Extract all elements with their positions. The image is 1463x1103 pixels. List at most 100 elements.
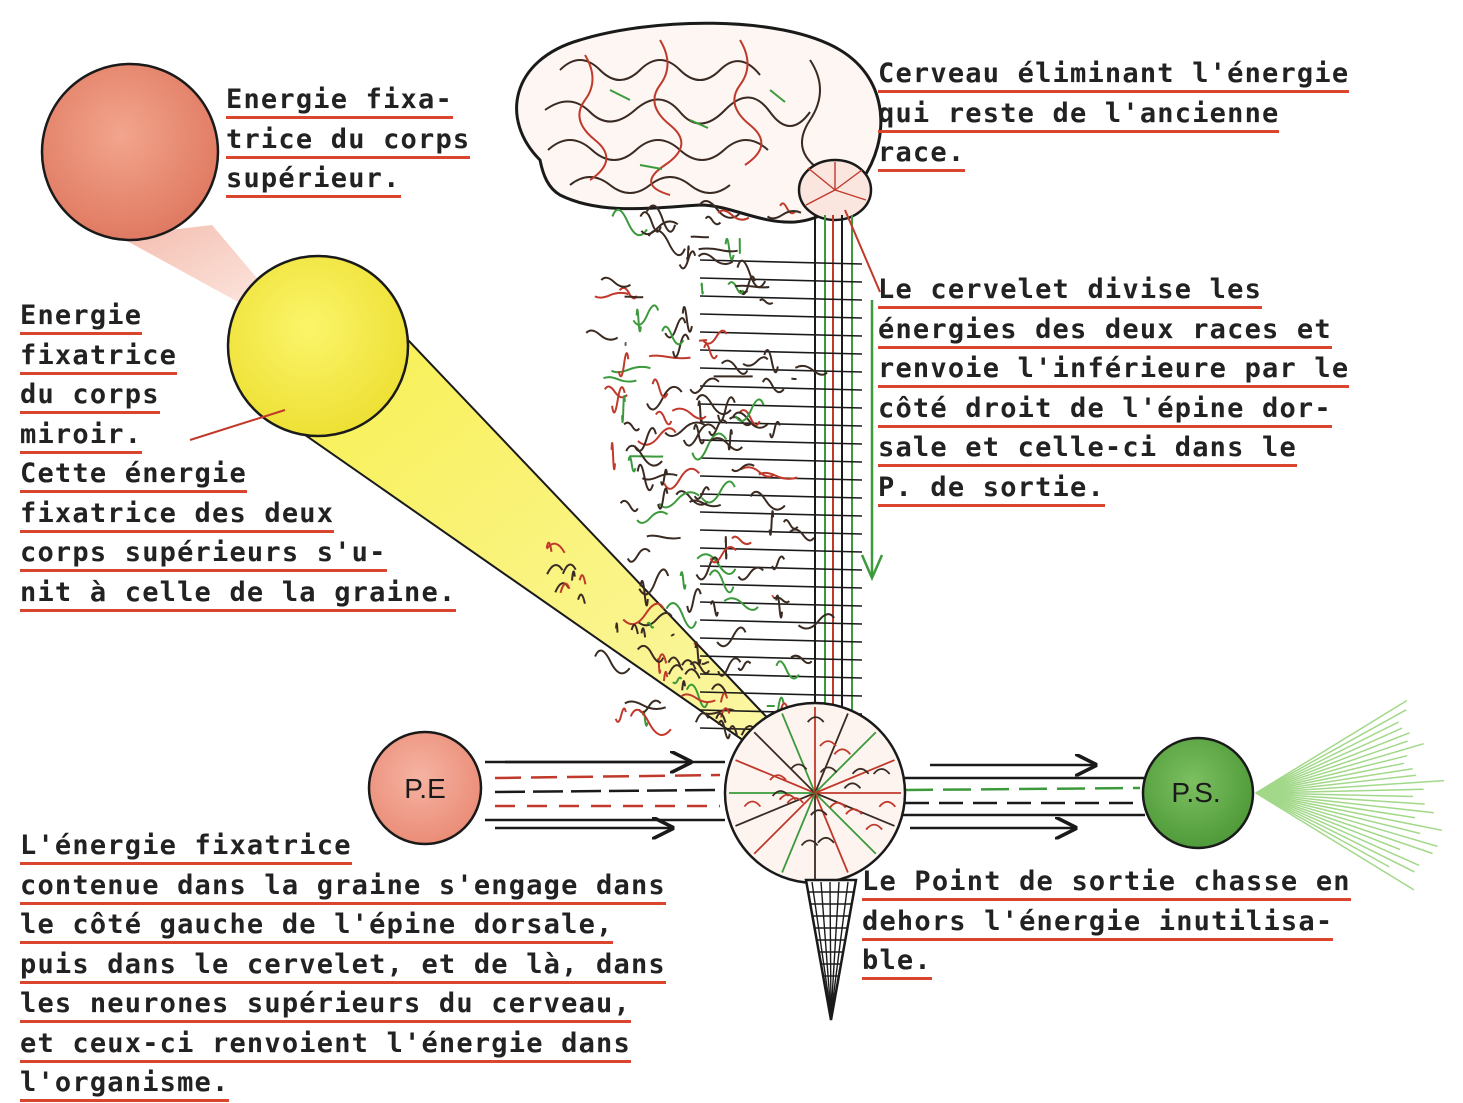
label-line: côté droit de l'épine dor- xyxy=(878,393,1332,428)
label-line: corps supérieurs s'u- xyxy=(20,537,387,572)
nerve-squiggle xyxy=(699,249,738,252)
tail-hatch xyxy=(830,882,831,1015)
entry-point-tag: P.E xyxy=(404,773,446,804)
nerve-squiggle xyxy=(639,701,661,713)
label-line: miroir. xyxy=(20,419,142,454)
seed-sphere-spokes xyxy=(729,707,901,879)
nerve-squiggle xyxy=(612,367,651,372)
entry-conduit xyxy=(485,762,725,820)
nerve-squiggle xyxy=(722,361,748,374)
nerve-squiggle xyxy=(743,357,768,365)
label-exit-point: Le Point de sortie chasse en dehors l'én… xyxy=(862,862,1351,981)
label-mirror-body-energy: Energie fixatrice du corps miroir. Cette… xyxy=(20,296,456,612)
spinal-rung xyxy=(700,332,862,336)
spinal-rung xyxy=(700,368,862,372)
nerve-squiggle xyxy=(717,628,745,647)
nerve-squiggle xyxy=(586,330,617,339)
nerve-squiggle xyxy=(763,379,784,393)
nerve-squiggle xyxy=(741,467,775,476)
label-cerebellum: Le cervelet divise les énergies des deux… xyxy=(878,270,1349,507)
label-upper-body-energy: Energie fixa- trice du corps supérieur. xyxy=(226,80,470,199)
nerve-squiggle xyxy=(622,396,625,422)
spinal-rung xyxy=(700,458,862,462)
nerve-squiggle xyxy=(601,278,630,287)
cervelet-label-pointer xyxy=(845,210,880,292)
label-line: du corps xyxy=(20,379,160,414)
nerve-squiggle xyxy=(790,530,814,541)
spinal-rung xyxy=(700,350,862,354)
label-brain: Cerveau éliminant l'énergie qui reste de… xyxy=(878,54,1349,173)
upper-body-sphere xyxy=(42,64,218,240)
spinal-rung xyxy=(700,602,862,606)
exit-conduit xyxy=(900,778,1145,815)
label-line: P. de sortie. xyxy=(878,472,1105,507)
spinal-rung xyxy=(700,566,862,570)
nerve-squiggle xyxy=(631,710,671,735)
nerve-squiggle xyxy=(706,217,721,225)
nerve-squiggle xyxy=(799,614,835,628)
nerve-squiggle xyxy=(751,492,785,510)
nerve-squiggle xyxy=(704,344,717,358)
spinal-rung xyxy=(700,638,862,642)
nerve-squiggle xyxy=(696,713,709,722)
nerve-squiggle xyxy=(784,520,798,529)
nerve-squiggle xyxy=(625,297,644,298)
label-line: race. xyxy=(878,137,965,172)
nerve-squiggle xyxy=(687,589,701,612)
spinal-rung xyxy=(700,494,862,498)
nerve-squiggle xyxy=(681,572,686,589)
label-line: renvoie l'inférieure par le xyxy=(878,353,1349,388)
nerve-squiggle xyxy=(671,635,674,636)
label-line: Le cervelet divise les xyxy=(878,274,1262,309)
nerve-squiggle xyxy=(656,412,671,425)
spinal-rung xyxy=(700,656,862,660)
label-line: nit à celle de la graine. xyxy=(20,577,456,612)
label-line: supérieur. xyxy=(226,163,401,198)
label-line: Cerveau éliminant l'énergie xyxy=(878,58,1349,93)
label-seed-energy: L'énergie fixatrice contenue dans la gra… xyxy=(20,826,666,1103)
spinal-rung xyxy=(700,530,862,534)
nerve-squiggle xyxy=(738,261,766,287)
nerve-squiggle xyxy=(629,457,636,472)
exit-point-tag: P.S. xyxy=(1171,777,1220,808)
nerve-squiggle xyxy=(616,708,626,721)
nerve-squiggle xyxy=(673,335,689,357)
label-line: fixatrice xyxy=(20,340,177,375)
spinal-rung xyxy=(700,512,862,516)
label-line: qui reste de l'ancienne xyxy=(878,98,1279,133)
spinal-rung xyxy=(700,620,862,624)
label-line: contenue dans la graine s'engage dans xyxy=(20,870,666,905)
nerve-squiggle xyxy=(604,377,637,382)
nerve-squiggle xyxy=(595,293,629,298)
spinal-rung xyxy=(700,386,862,390)
label-line: l'organisme. xyxy=(20,1067,229,1102)
emission-ray xyxy=(1256,793,1419,865)
label-line: Energie fixa- xyxy=(226,84,453,119)
nerve-squiggle xyxy=(612,443,615,469)
nerve-squiggle xyxy=(635,428,656,451)
label-line: Le Point de sortie chasse en xyxy=(862,866,1351,901)
nerve-squiggle xyxy=(664,469,699,489)
label-line: ble. xyxy=(862,945,932,980)
nerve-squiggle xyxy=(642,474,677,479)
label-line: fixatrice des deux xyxy=(20,498,334,533)
label-line: et ceux-ci renvoient l'énergie dans xyxy=(20,1028,631,1063)
nerve-squiggle xyxy=(739,568,764,580)
nerve-squiggle xyxy=(649,356,690,359)
nerve-squiggle xyxy=(621,501,638,511)
nerve-squiggle xyxy=(739,662,751,670)
spinal-rung xyxy=(700,314,862,318)
nerve-squiggle xyxy=(735,286,769,288)
emission-ray xyxy=(1256,710,1406,793)
nerve-squiggle xyxy=(637,512,667,523)
label-line: le côté gauche de l'épine dorsale, xyxy=(20,909,613,944)
nerve-squiggle xyxy=(691,237,709,238)
nerve-squiggle xyxy=(628,549,650,562)
label-line: les neurones supérieurs du cerveau, xyxy=(20,988,631,1023)
nerve-squiggle xyxy=(661,470,667,485)
nerve-squiggle xyxy=(726,239,734,260)
nerve-squiggle xyxy=(649,230,685,255)
nerve-squiggle xyxy=(624,423,639,431)
nerve-squiggle xyxy=(699,254,733,264)
label-line: puis dans le cervelet, et de là, dans xyxy=(20,949,666,984)
